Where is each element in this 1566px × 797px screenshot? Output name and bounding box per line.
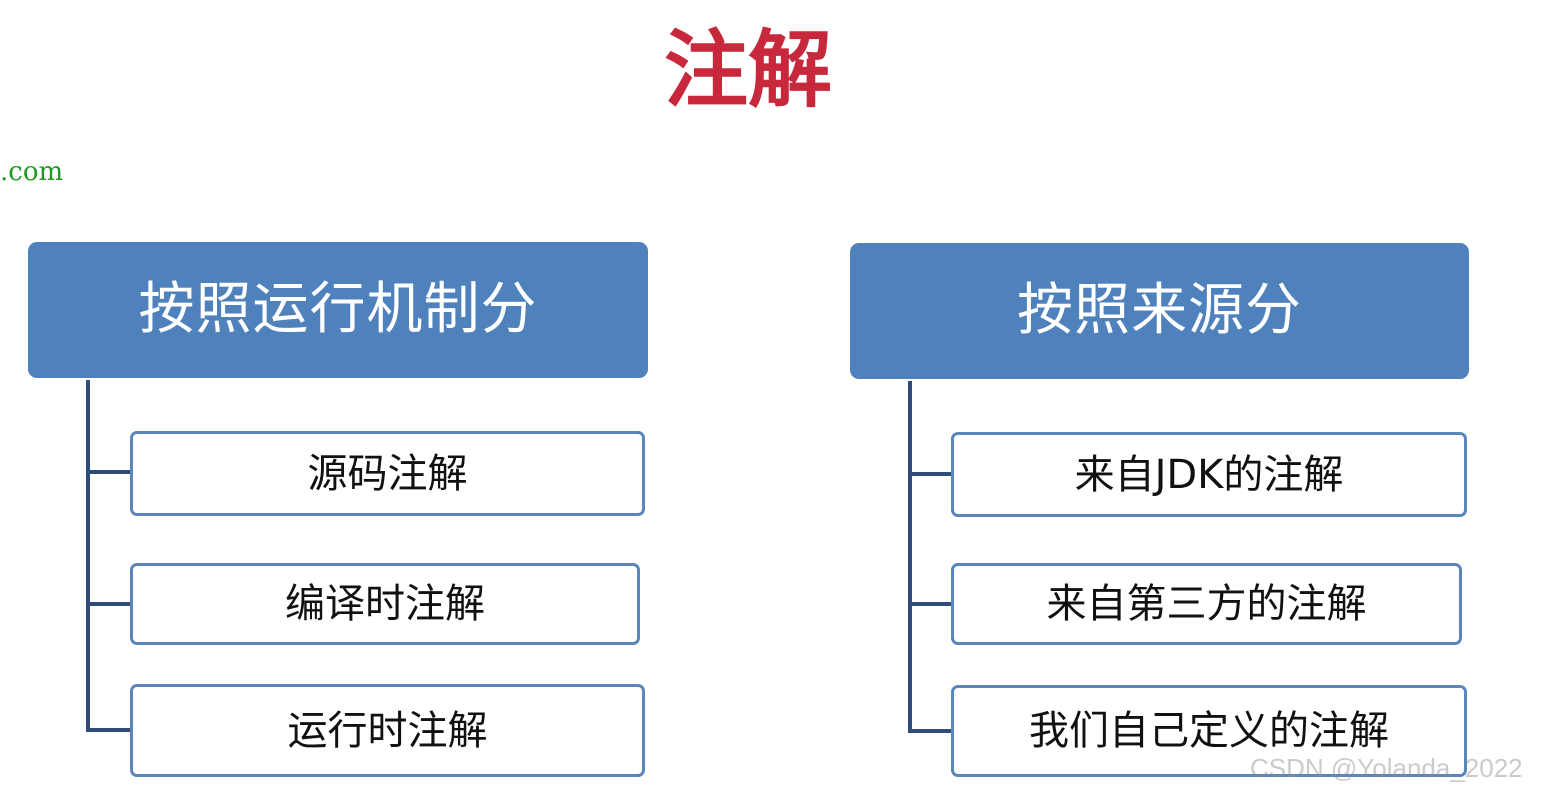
connector-trunk-right [908, 381, 912, 733]
group-header-runtime-mechanism: 按照运行机制分 [28, 242, 648, 378]
item-third-party-annotation: 来自第三方的注解 [951, 563, 1462, 645]
item-compile-time-annotation: 编译时注解 [130, 563, 640, 645]
item-runtime-annotation: 运行时注解 [130, 684, 645, 777]
url-fragment: .com [0, 157, 64, 187]
item-source-annotation: 源码注解 [130, 431, 645, 516]
connector-branch-right-2 [908, 602, 954, 606]
diagram-title: 注解 [663, 21, 832, 119]
connector-branch-left-1 [86, 470, 132, 474]
item-custom-annotation: 我们自己定义的注解 [951, 685, 1467, 777]
connector-branch-right-1 [908, 472, 954, 476]
connector-branch-left-2 [86, 602, 132, 606]
item-jdk-annotation: 来自JDK的注解 [951, 432, 1467, 517]
watermark: CSDN @Yolanda_2022 [1250, 753, 1523, 783]
connector-branch-right-3 [908, 729, 954, 733]
connector-branch-left-3 [86, 728, 132, 732]
group-header-source: 按照来源分 [850, 243, 1469, 379]
connector-trunk-left [86, 380, 90, 732]
